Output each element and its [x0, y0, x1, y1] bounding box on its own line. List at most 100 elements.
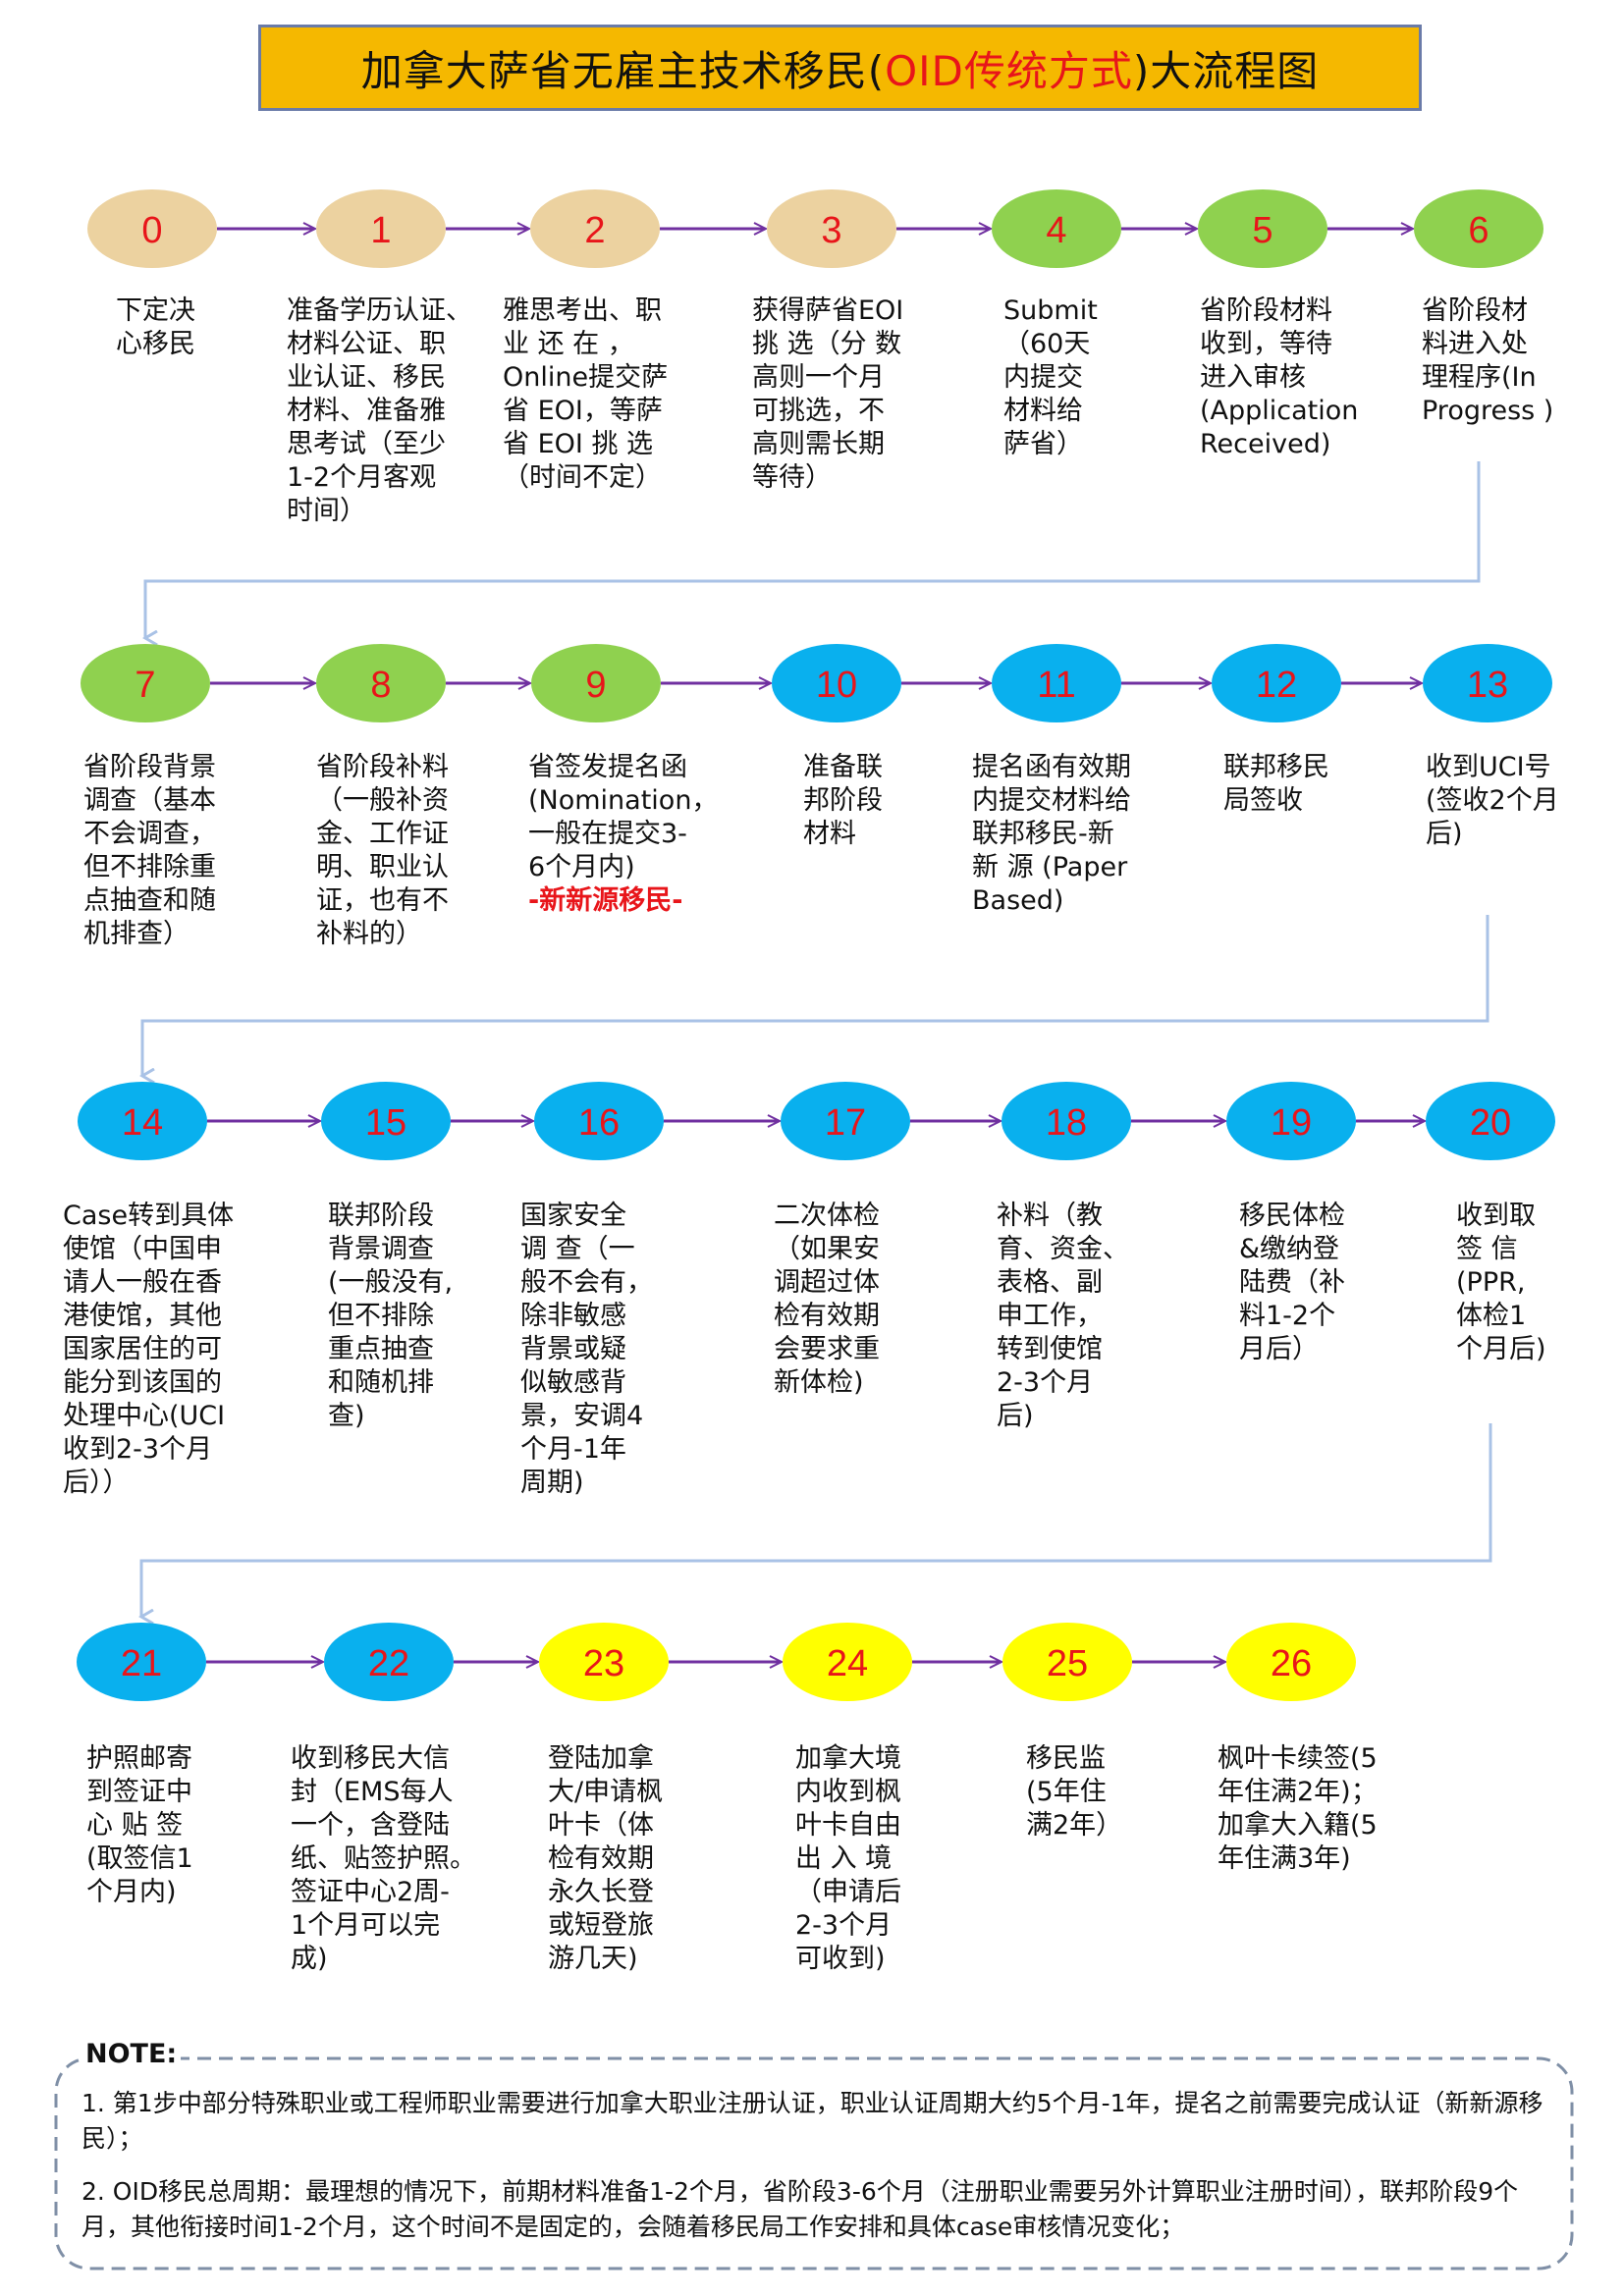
step-node-5: 5 — [1198, 189, 1327, 268]
step-desc-11: 提名函有效期 内提交材料给 联邦移民-新 新 源 (Paper Based) — [972, 752, 1131, 916]
step-node-1: 1 — [316, 189, 446, 268]
step-desc-4: Submit （60天 内提交 材料给 萨省） — [1003, 295, 1098, 459]
step-number-11: 11 — [1037, 665, 1075, 706]
step-node-6: 6 — [1414, 189, 1543, 268]
step-node-22: 22 — [324, 1623, 454, 1701]
step-number-4: 4 — [1046, 210, 1066, 251]
step-desc-5: 省阶段材料 收到，等待 进入审核 (Application Received) — [1200, 295, 1359, 459]
step-node-15: 15 — [321, 1082, 451, 1160]
step-node-18: 18 — [1001, 1082, 1131, 1160]
step-number-7: 7 — [135, 665, 155, 706]
step-ellipse-4 — [992, 189, 1121, 268]
row-connector-1 — [145, 461, 1481, 638]
step-node-12: 12 — [1212, 644, 1341, 722]
step-ellipse-22 — [324, 1623, 454, 1701]
step-desc-24: 加拿大境 内收到枫 叶卡自由 出 入 境 （申请后 2-3个月 可收到) — [795, 1743, 901, 1974]
step-desc-8: 省阶段补料 （一般补资 金、工作证 明、职业认 证，也有不 补料的） — [316, 752, 449, 949]
step-number-10: 10 — [816, 665, 857, 706]
step-node-0: 0 — [87, 189, 217, 268]
step-desc-21: 护照邮寄 到签证中 心 贴 签 (取签信1 个月内) — [86, 1743, 193, 1907]
step-node-9: 9 — [531, 644, 661, 722]
step-node-20: 20 — [1426, 1082, 1555, 1160]
step-node-23: 23 — [539, 1623, 669, 1701]
step-number-13: 13 — [1467, 665, 1508, 706]
note-item-1: 1. 第1步中部分特殊职业或工程师职业需要进行加拿大职业注册认证，职业认证周期大… — [81, 2089, 1543, 2153]
step-desc-22: 收到移民大信 封（EMS每人 一个，含登陆 纸、贴签护照。 签证中心2周- 1个… — [291, 1743, 476, 1974]
step-ellipse-10 — [772, 644, 901, 722]
step-desc-7: 省阶段背景 调查（基本 不会调查， 但不排除重 点抽查和随 机排查） — [83, 752, 216, 949]
step-ellipse-17 — [781, 1082, 910, 1160]
step-number-15: 15 — [365, 1102, 406, 1144]
step-desc-10: 准备联 邦阶段 材料 — [803, 752, 883, 849]
step-number-26: 26 — [1271, 1643, 1312, 1684]
step-desc-14: Case转到具体 使馆（中国申 请人一般在香 港使馆，其他 国家居住的可 能分到… — [63, 1201, 235, 1498]
step-desc-17: 二次体检 （如果安 调超过体 检有效期 会要求重 新体检) — [774, 1201, 880, 1398]
step-desc-15: 联邦阶段 背景调查 (一般没有, 但不排除 重点抽查 和随机排 查) — [328, 1201, 454, 1431]
step-node-26: 26 — [1226, 1623, 1356, 1701]
step-node-24: 24 — [783, 1623, 912, 1701]
step-desc-9: 省签发提名函 (Nomination， 一般在提交3- 6个月内)-新新源移民- — [528, 751, 744, 918]
step-desc-1: 准备学历认证、 材料公证、职 业认证、移民 材料、准备雅 思考试（至少 1-2个… — [287, 295, 472, 526]
step-ellipse-9 — [531, 644, 661, 722]
step-ellipse-15 — [321, 1082, 451, 1160]
step-number-22: 22 — [368, 1643, 409, 1684]
step-desc-20: 收到取 签 信 (PPR, 体检1 个月后) — [1456, 1201, 1546, 1364]
step-ellipse-1 — [316, 189, 446, 268]
step-node-19: 19 — [1226, 1082, 1356, 1160]
page-title: 加拿大萨省无雇主技术移民(OID传统方式)大流程图 — [258, 25, 1422, 111]
step-node-8: 8 — [316, 644, 446, 722]
step-number-9: 9 — [585, 665, 606, 706]
step-ellipse-11 — [992, 644, 1121, 722]
step-node-16: 16 — [534, 1082, 664, 1160]
step-node-11: 11 — [992, 644, 1121, 722]
step-desc-19: 移民体检 &缴纳登 陆费（补 料1-2个 月后） — [1239, 1201, 1345, 1364]
step-number-19: 19 — [1271, 1102, 1312, 1144]
row-connectors — [141, 461, 1492, 1617]
step-desc-6: 省阶段材 料进入处 理程序(In Progress ) — [1422, 295, 1554, 426]
step-desc-25: 移民监 (5年住 满2年） — [1026, 1743, 1123, 1841]
note-border — [54, 2056, 1574, 2270]
step-ellipse-23 — [539, 1623, 669, 1701]
step-desc-23: 登陆加拿 大/申请枫 叶卡（体 检有效期 永久长登 或短登旅 游几天) — [548, 1743, 664, 1974]
step-desc-2: 雅思考出、职 业 还 在 ， Online提交萨 省 EOI，等萨 省 EOI … — [503, 295, 669, 493]
step-number-6: 6 — [1468, 210, 1489, 251]
step-number-8: 8 — [370, 665, 391, 706]
step-number-17: 17 — [825, 1102, 866, 1144]
step-ellipse-12 — [1212, 644, 1341, 722]
step-number-23: 23 — [583, 1643, 624, 1684]
step-node-14: 14 — [78, 1082, 207, 1160]
step-ellipse-7 — [81, 644, 210, 722]
step-node-3: 3 — [767, 189, 896, 268]
step-node-13: 13 — [1423, 644, 1552, 722]
step-number-25: 25 — [1047, 1643, 1088, 1684]
step-desc-3: 获得萨省EOI 挑 选（分 数 高则一个月 可挑选，不 高则需长期 等待） — [752, 295, 904, 493]
step-node-25: 25 — [1002, 1623, 1132, 1701]
step-node-10: 10 — [772, 644, 901, 722]
step-node-21: 21 — [77, 1623, 206, 1701]
row-connector-3 — [141, 1423, 1492, 1617]
title-post: )大流程图 — [1132, 46, 1320, 95]
step-desc-18: 补料（教 育、资金、 表格、副 申工作， 转到使馆 2-3个月 后) — [997, 1201, 1129, 1431]
step-ellipse-6 — [1414, 189, 1543, 268]
note-box: NOTE: 1. 第1步中部分特殊职业或工程师职业需要进行加拿大职业注册认证，职… — [54, 2037, 1574, 2272]
step-ellipse-5 — [1198, 189, 1327, 268]
step-desc-extra-9: -新新源移民- — [528, 885, 683, 916]
title-highlight: OID传统方式 — [885, 46, 1133, 95]
step-number-12: 12 — [1256, 665, 1297, 706]
step-number-1: 1 — [370, 210, 391, 251]
step-desc-0: 下定决 心移民 — [116, 295, 195, 359]
step-node-4: 4 — [992, 189, 1121, 268]
step-ellipse-2 — [530, 189, 660, 268]
step-ellipse-20 — [1426, 1082, 1555, 1160]
step-number-21: 21 — [121, 1643, 162, 1684]
step-ellipse-26 — [1226, 1623, 1356, 1701]
step-node-17: 17 — [781, 1082, 910, 1160]
note-title: NOTE: — [81, 2039, 182, 2069]
step-ellipse-21 — [77, 1623, 206, 1701]
step-number-16: 16 — [578, 1102, 620, 1144]
step-node-2: 2 — [530, 189, 660, 268]
note-item-2: 2. OID移民总周期：最理想的情况下，前期材料准备1-2个月，省阶段3-6个月… — [81, 2177, 1519, 2241]
step-number-2: 2 — [584, 210, 605, 251]
